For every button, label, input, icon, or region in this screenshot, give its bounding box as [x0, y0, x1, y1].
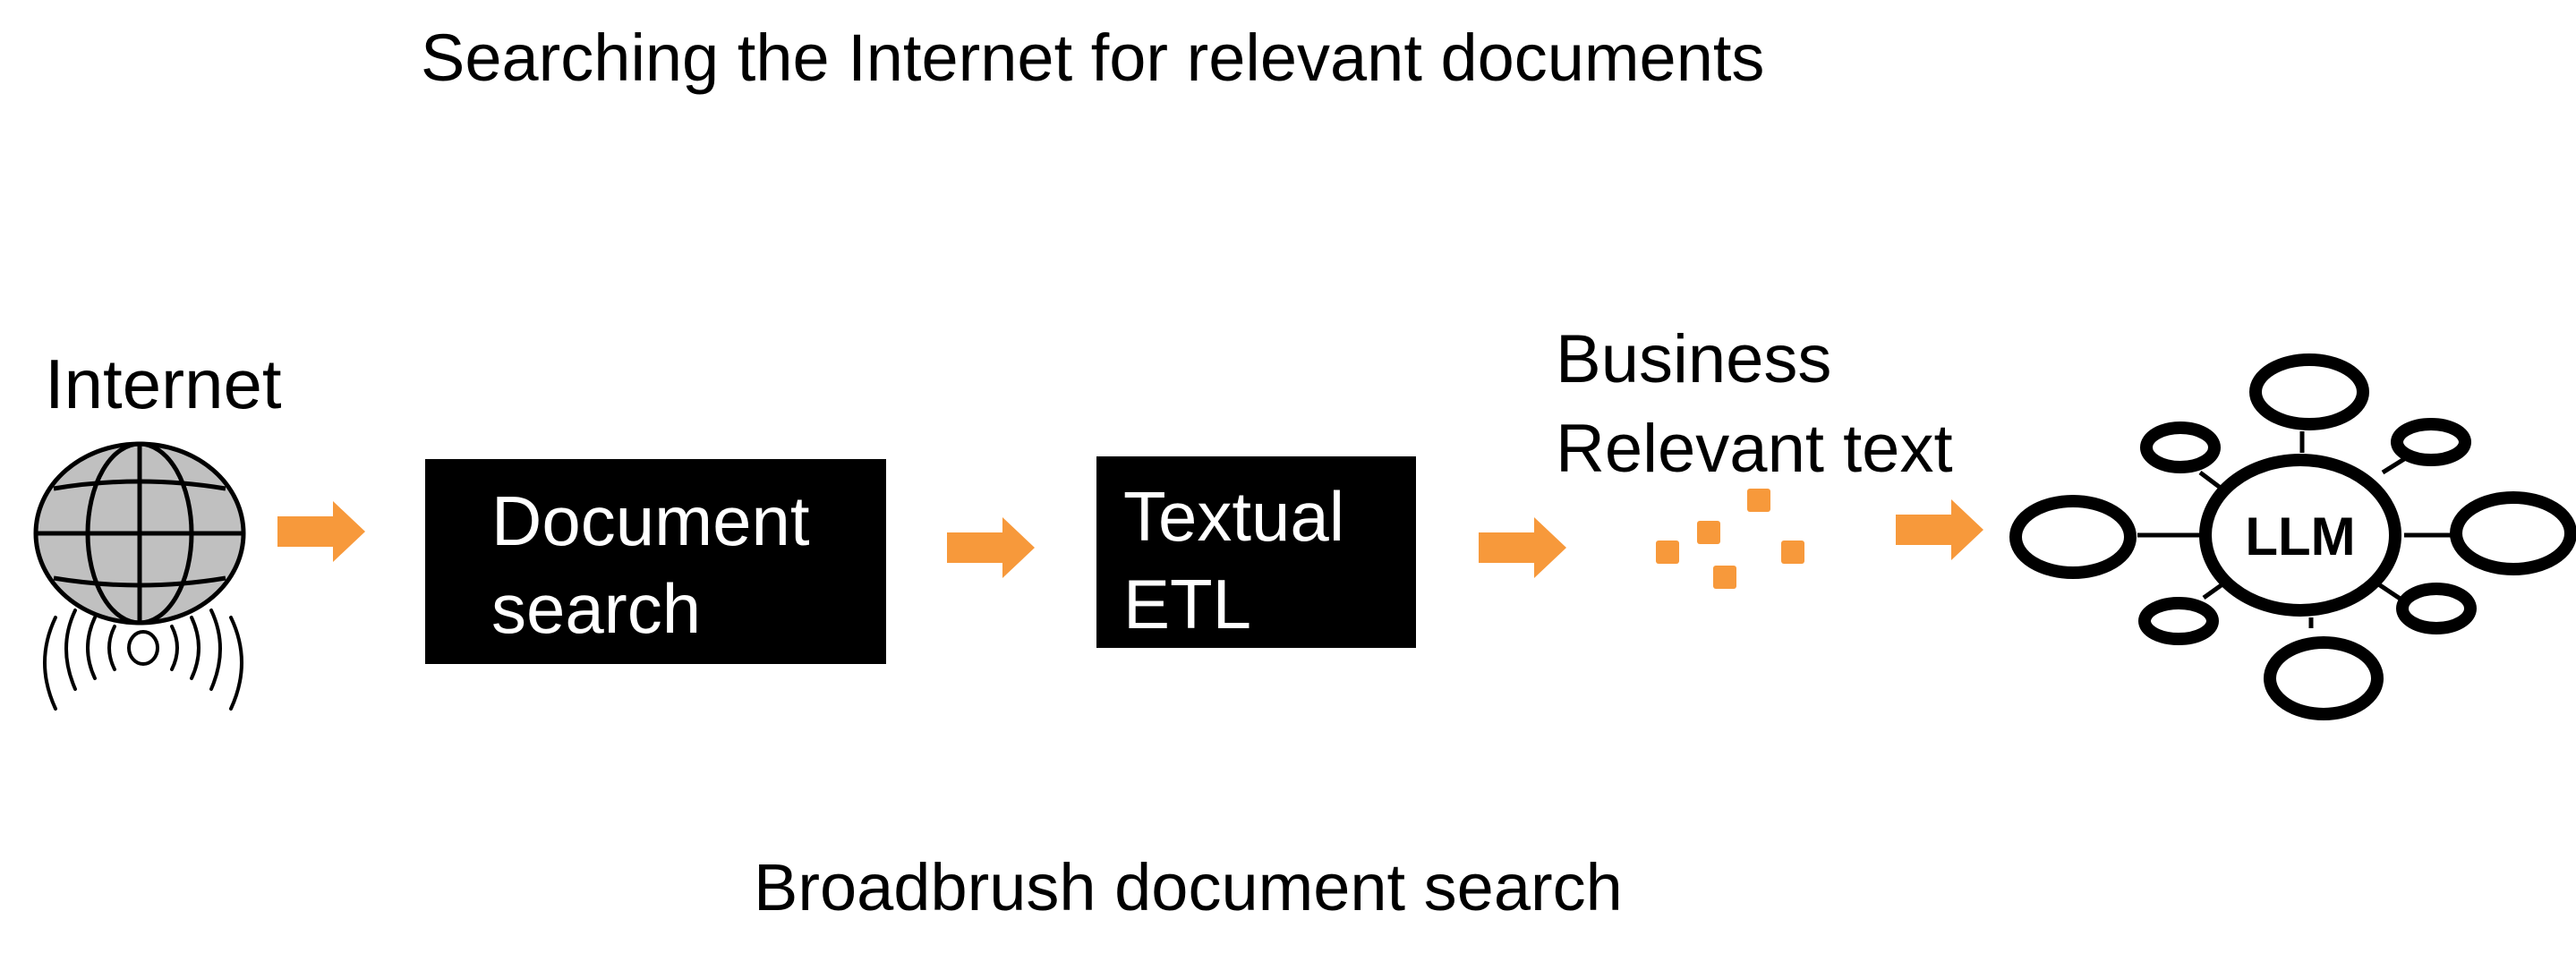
text-fragments-icon: [1656, 489, 1804, 589]
document-search-line1: Document: [491, 481, 810, 560]
textual-etl-line2: ETL: [1123, 565, 1252, 643]
signal-waves-icon: [43, 609, 243, 711]
llm-network-icon: LLM: [2009, 353, 2576, 720]
diagram-title: Searching the Internet for relevant docu…: [421, 21, 1765, 95]
arrow-right-icon: [947, 517, 1035, 578]
business-text-label: Business Relevant text: [1556, 315, 1953, 494]
business-text-line1: Business: [1556, 321, 1832, 397]
arrow-right-icon: [1896, 499, 1983, 560]
internet-label: Internet: [45, 345, 282, 423]
arrow-right-icon: [1479, 517, 1566, 578]
business-text-line2: Relevant text: [1556, 411, 1953, 487]
llm-label: LLM: [2245, 507, 2355, 566]
arrow-right-icon: [277, 501, 365, 562]
textual-etl-box: Textual ETL: [1096, 456, 1416, 648]
document-search-line2: search: [491, 569, 702, 648]
textual-etl-line1: Textual: [1123, 477, 1345, 556]
document-search-box: Document search: [425, 459, 886, 664]
llm-center-node: [2199, 454, 2401, 617]
diagram-caption: Broadbrush document search: [754, 850, 1623, 924]
globe-icon: [33, 441, 246, 626]
